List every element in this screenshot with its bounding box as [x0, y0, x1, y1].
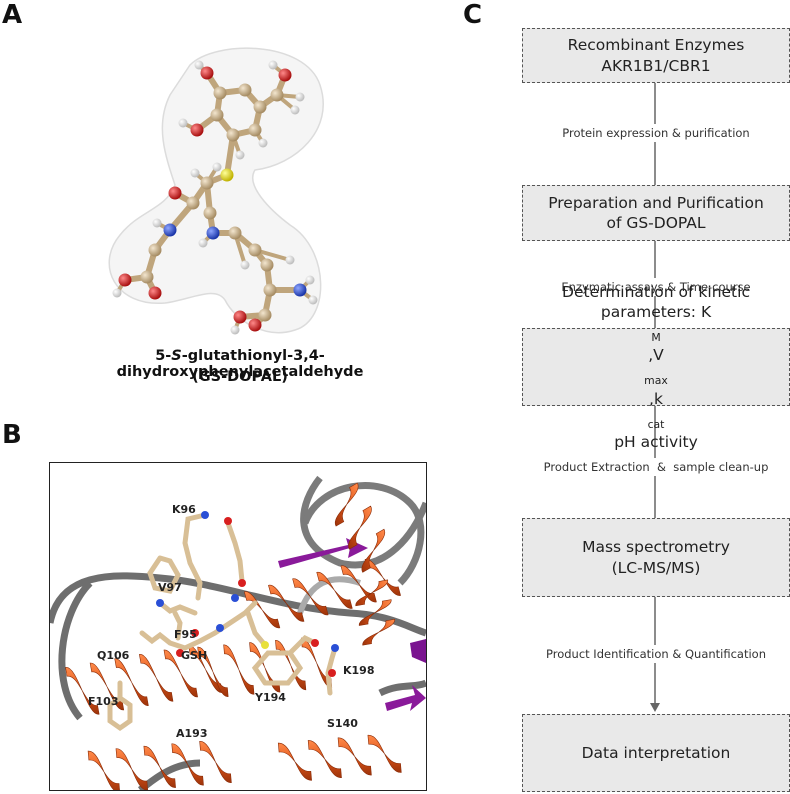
protein-structure-image — [50, 463, 426, 790]
mol-atom — [113, 289, 122, 298]
molecule-abbreviation: (GS-DOPAL) — [60, 369, 420, 385]
flow-box-data-interpretation: Data interpretation — [522, 714, 790, 792]
mol-atom — [153, 219, 162, 228]
residue-label-f103: F103 — [88, 695, 118, 708]
residue-label-s140: S140 — [327, 717, 358, 730]
residue-label-k96: K96 — [172, 503, 196, 516]
mol-atom — [227, 129, 240, 142]
residue-label-y194: Y194 — [255, 691, 286, 704]
residue-label-k198: K198 — [343, 664, 375, 677]
mol-atom — [269, 61, 278, 70]
mol-atom — [254, 101, 267, 114]
mol-atom — [204, 207, 217, 220]
mol-atom — [149, 244, 162, 257]
panel-label-b: B — [2, 420, 22, 450]
residue-label-a193: A193 — [176, 727, 207, 740]
mol-atom — [213, 163, 222, 172]
mol-atom — [201, 177, 214, 190]
mol-atom — [221, 169, 234, 182]
helix-ribbon — [244, 553, 400, 634]
helix-ribbon — [278, 733, 401, 783]
binding-site-frame: K96 V97 F95 Q106 GSH F103 Y194 K198 S140… — [49, 462, 427, 791]
mol-atom — [239, 84, 252, 97]
residue-label-gsh: GSH — [181, 649, 207, 662]
mol-atom — [236, 151, 245, 160]
mol-atom — [229, 227, 242, 240]
panel-label-c: C — [463, 0, 482, 30]
mol-atom — [291, 106, 300, 115]
step-product-identification: Product Identification & Quantification — [520, 645, 790, 663]
mol-atom — [164, 224, 177, 237]
step-product-extraction: Product Extraction & sample clean-up — [520, 458, 790, 476]
mol-atom — [119, 274, 132, 287]
step-protein-expression: Protein expression & purification — [520, 124, 790, 142]
residue-label-v97: V97 — [158, 581, 182, 594]
gs-dopal-molecule-image — [95, 35, 335, 345]
mol-atom — [141, 271, 154, 284]
mol-atom — [259, 309, 272, 322]
mol-atom — [279, 69, 292, 82]
mol-atom — [264, 284, 277, 297]
mol-atom — [169, 187, 182, 200]
mol-atom — [286, 256, 295, 265]
mol-atom — [234, 311, 247, 324]
mol-atom — [211, 109, 224, 122]
residue-label-q106: Q106 — [97, 649, 129, 662]
mol-atom — [249, 124, 262, 137]
flow-box-gs-dopal-preparation: Preparation and Purification of GS-DOPAL — [522, 185, 790, 241]
mol-atom — [191, 124, 204, 137]
mol-atom — [179, 119, 188, 128]
mol-atom — [296, 93, 305, 102]
mol-atom — [231, 326, 240, 335]
mol-atom — [309, 296, 318, 305]
mol-atom — [259, 139, 268, 148]
mol-atom — [199, 239, 208, 248]
residue-label-f95: F95 — [174, 628, 197, 641]
mol-atom — [249, 244, 262, 257]
helix-ribbon — [88, 739, 231, 790]
mol-atom — [201, 67, 214, 80]
arrow-head-icon — [650, 703, 660, 712]
mol-atom — [187, 197, 200, 210]
mol-atom — [249, 319, 262, 332]
mol-atom — [241, 261, 250, 270]
mol-atom — [207, 227, 220, 240]
flow-box-mass-spectrometry: Mass spectrometry (LC-MS/MS) — [522, 518, 790, 597]
mol-atom — [294, 284, 307, 297]
panel-label-a: A — [2, 0, 22, 30]
mol-atom — [195, 61, 204, 70]
mol-atom — [271, 89, 284, 102]
mol-atom — [149, 287, 162, 300]
flow-box-recombinant-enzymes: Recombinant Enzymes AKR1B1/CBR1 — [522, 28, 790, 83]
mol-atom — [191, 169, 200, 178]
mol-atom — [214, 87, 227, 100]
mol-atom — [261, 259, 274, 272]
mol-atom — [306, 276, 315, 285]
